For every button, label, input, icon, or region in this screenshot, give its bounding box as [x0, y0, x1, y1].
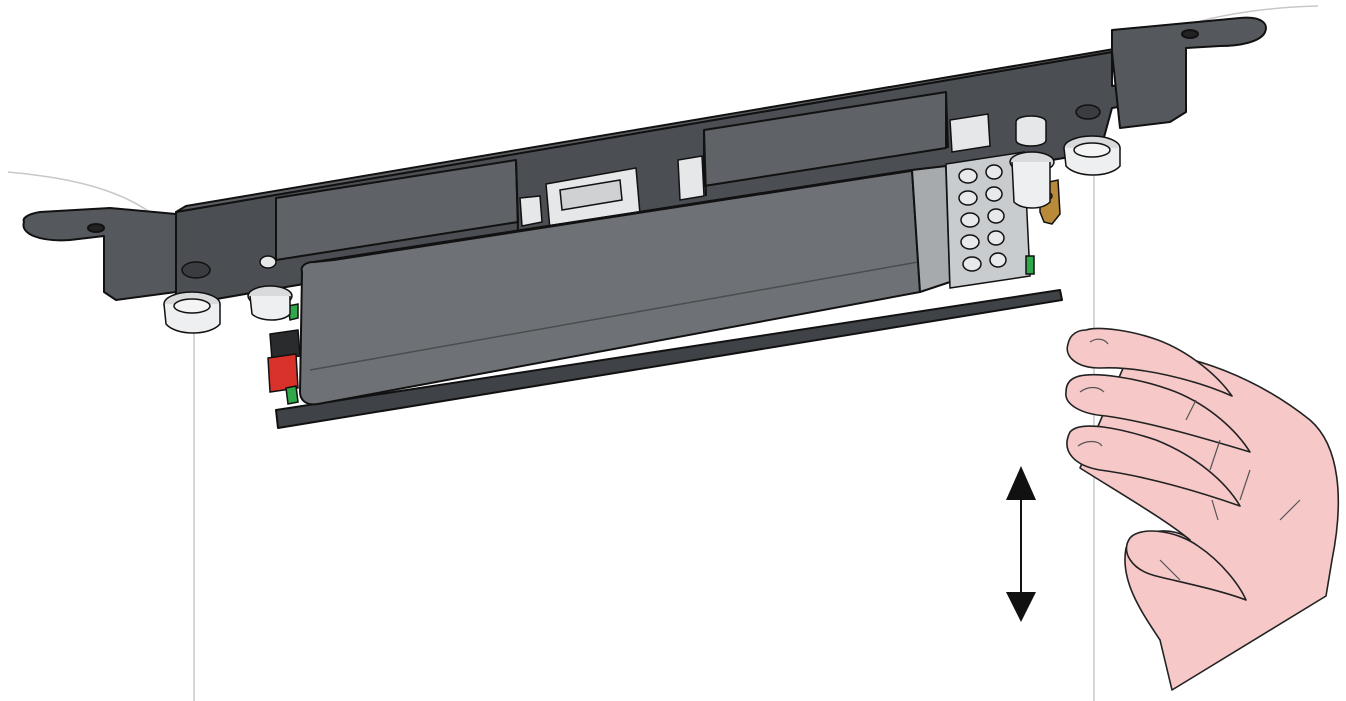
nut-left-2 [247, 255, 293, 321]
thumb [1125, 530, 1247, 601]
green-tab-right [1025, 255, 1035, 275]
nut-left [163, 261, 221, 334]
up-down-arrow-icon [1006, 466, 1036, 622]
hand-illustration [1065, 327, 1340, 691]
finger-middle [1065, 374, 1251, 453]
rj-connector-3 [949, 113, 991, 153]
bracket-left-ear [22, 207, 177, 301]
nut-right [1063, 104, 1121, 176]
terminal-block [945, 151, 1061, 289]
fasteners [163, 104, 1121, 334]
connector-black [269, 329, 301, 361]
left-connectors [267, 303, 301, 405]
terminal-block-body [945, 151, 1031, 289]
connector-red [267, 353, 299, 393]
bracket-right-ear-hole [1181, 29, 1199, 39]
finger-ring [1066, 425, 1241, 507]
rj-connector-2 [677, 155, 705, 201]
green-tab-left [285, 385, 299, 405]
nut-right-2 [1009, 115, 1055, 209]
finger-index [1066, 327, 1233, 397]
driver-unit [299, 165, 951, 406]
terminal-screws [958, 164, 1007, 272]
bracket-right-ear [1111, 16, 1267, 129]
bracket-front-lip [275, 289, 1063, 429]
driver-groove [309, 261, 919, 371]
bracket-panel-2 [703, 91, 947, 187]
bracket-left-ear-hole [87, 223, 105, 233]
